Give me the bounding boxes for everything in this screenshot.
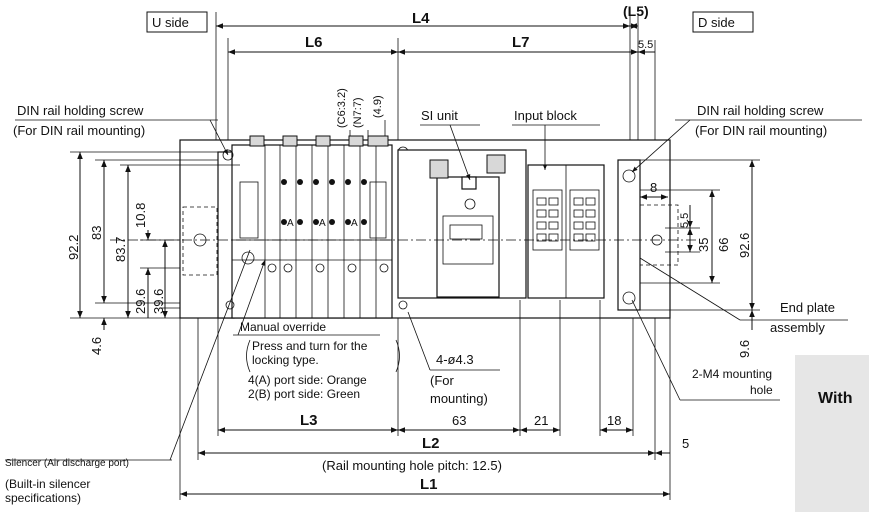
for-mounting-1: (For — [430, 373, 455, 388]
si-unit-label: SI unit — [421, 108, 458, 123]
din-screw-right-icon — [622, 169, 636, 183]
din-screw-left-icon — [222, 149, 234, 161]
hole-4-label: 4-ø4.3 — [436, 352, 474, 367]
dim-35: 35 — [696, 238, 711, 252]
u-side-label: U side — [152, 15, 189, 30]
builtin-silencer-1: (Built-in silencer — [5, 477, 90, 491]
dim-29-6: 29.6 — [133, 289, 148, 314]
callout-leaders — [5, 119, 862, 461]
din-screw-left-note: (For DIN rail mounting) — [13, 123, 145, 138]
dim-83-7: 83.7 — [113, 237, 128, 262]
bottom-dimensions — [179, 300, 671, 500]
dim-92-2: 92.2 — [66, 235, 81, 260]
d-side-label: D side — [698, 15, 735, 30]
dim-63: 63 — [452, 413, 466, 428]
dim-4-6: 4.6 — [89, 337, 104, 355]
dim-9-6: 9.6 — [737, 340, 752, 358]
dim-5-5-right: 5.5 — [679, 213, 691, 228]
c6-label: (C6:3.2) — [336, 88, 348, 128]
l1-label: L1 — [420, 476, 438, 493]
right-end-plate — [617, 159, 641, 311]
dim-92-6: 92.6 — [737, 233, 752, 258]
manual-override-label: Manual override — [240, 320, 326, 334]
dim-21: 21 — [534, 413, 548, 428]
mounting-hole-icon — [241, 251, 255, 265]
right-dimensions — [640, 159, 760, 330]
l2-label: L2 — [422, 435, 440, 452]
press-note-1: Press and turn for the — [252, 339, 368, 353]
port-b-note: 2(B) port side: Green — [248, 387, 360, 401]
input-block-label: Input block — [514, 108, 577, 123]
dim-4-9: (4.9) — [372, 95, 384, 118]
l5-label: (L5) — [623, 3, 649, 19]
pitch-label: (Rail mounting hole pitch: 12.5) — [322, 458, 502, 473]
dim-18: 18 — [607, 413, 621, 428]
l7-label: L7 — [512, 34, 530, 51]
l3-label: L3 — [300, 412, 318, 429]
dim-66: 66 — [716, 238, 731, 252]
left-dimensions — [70, 151, 240, 330]
m4-hole-label: 2-M4 mounting — [692, 367, 772, 381]
dim-5-bottom: 5 — [682, 436, 689, 451]
valve-port-a-2: A — [319, 218, 326, 229]
builtin-silencer-2: specifications) — [5, 491, 81, 505]
si-unit — [436, 176, 500, 298]
dim-39-6: 39.6 — [151, 289, 166, 314]
din-screw-right-label: DIN rail holding screw — [697, 103, 824, 118]
silencer-label: Silencer (Air discharge port) — [5, 458, 129, 469]
d-side-box — [692, 11, 754, 33]
dim-8: 8 — [650, 180, 657, 195]
u-side-box — [146, 11, 208, 33]
valve-port-a: A — [287, 218, 294, 229]
valve-port-a-3: A — [351, 218, 358, 229]
m4-hole-label-2: hole — [750, 383, 773, 397]
dim-83: 83 — [89, 226, 104, 240]
dim-10-8: 10.8 — [133, 203, 148, 228]
end-plate-label: End plate — [780, 300, 835, 315]
dim-5-5-top: 5.5 — [638, 39, 653, 51]
din-screw-left-label: DIN rail holding screw — [17, 103, 144, 118]
end-plate-label-2: assembly — [770, 320, 825, 335]
inset-panel — [795, 355, 869, 512]
press-note-2: locking type. — [252, 353, 319, 367]
for-mounting-2: mounting) — [430, 391, 488, 406]
port-a-note: 4(A) port side: Orange — [248, 373, 367, 387]
l6-label: L6 — [305, 34, 323, 51]
n7-label: (N7:7) — [352, 97, 364, 128]
din-screw-right-note: (For DIN rail mounting) — [695, 123, 827, 138]
l4-label: L4 — [412, 10, 430, 27]
inset-title: With — [818, 390, 853, 407]
